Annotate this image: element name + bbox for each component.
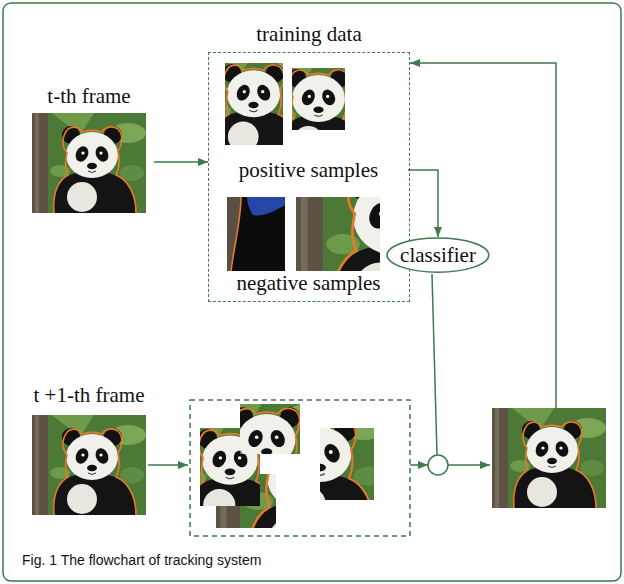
connector-arrow: [408, 170, 438, 237]
feedback-arrow: [410, 63, 556, 408]
training-data-box: training datapositive samplesnegative sa…: [208, 52, 410, 302]
negative-sample: [227, 197, 285, 271]
positive-sample: [257, 56, 373, 158]
figure-border: [3, 3, 621, 581]
candidate-sample: [200, 393, 327, 504]
figure-caption: Fig. 1 The flowchart of tracking system: [22, 552, 261, 568]
node-label: t-th frame: [47, 84, 130, 108]
positive-sample: [192, 51, 309, 154]
result-image: [492, 408, 606, 508]
connector-arrow: [154, 161, 208, 163]
ellipse-shape: [387, 238, 489, 272]
candidate-sample: [248, 404, 385, 524]
combiner-circle: [428, 455, 448, 475]
node-label: t +1-th frame: [34, 383, 145, 407]
box-heading: training data: [256, 22, 362, 46]
classifier-wire: [432, 274, 437, 455]
flow-arrow: [410, 464, 428, 466]
flow-arrow: [148, 464, 188, 466]
node-label: classifier: [400, 243, 476, 267]
frame-image: [32, 415, 146, 515]
sample-set: positive samples: [209, 53, 408, 185]
sample-set: negative samples: [209, 193, 408, 298]
node-label: negative samples: [236, 271, 380, 295]
node-label: positive samples: [239, 158, 378, 182]
flow-arrow: [448, 464, 490, 466]
frame-node: t +1-th frame: [24, 383, 154, 518]
classifier-ellipse: classifier: [386, 237, 490, 273]
frame-node: t-th frame: [24, 84, 154, 216]
frame-image: [32, 113, 146, 213]
